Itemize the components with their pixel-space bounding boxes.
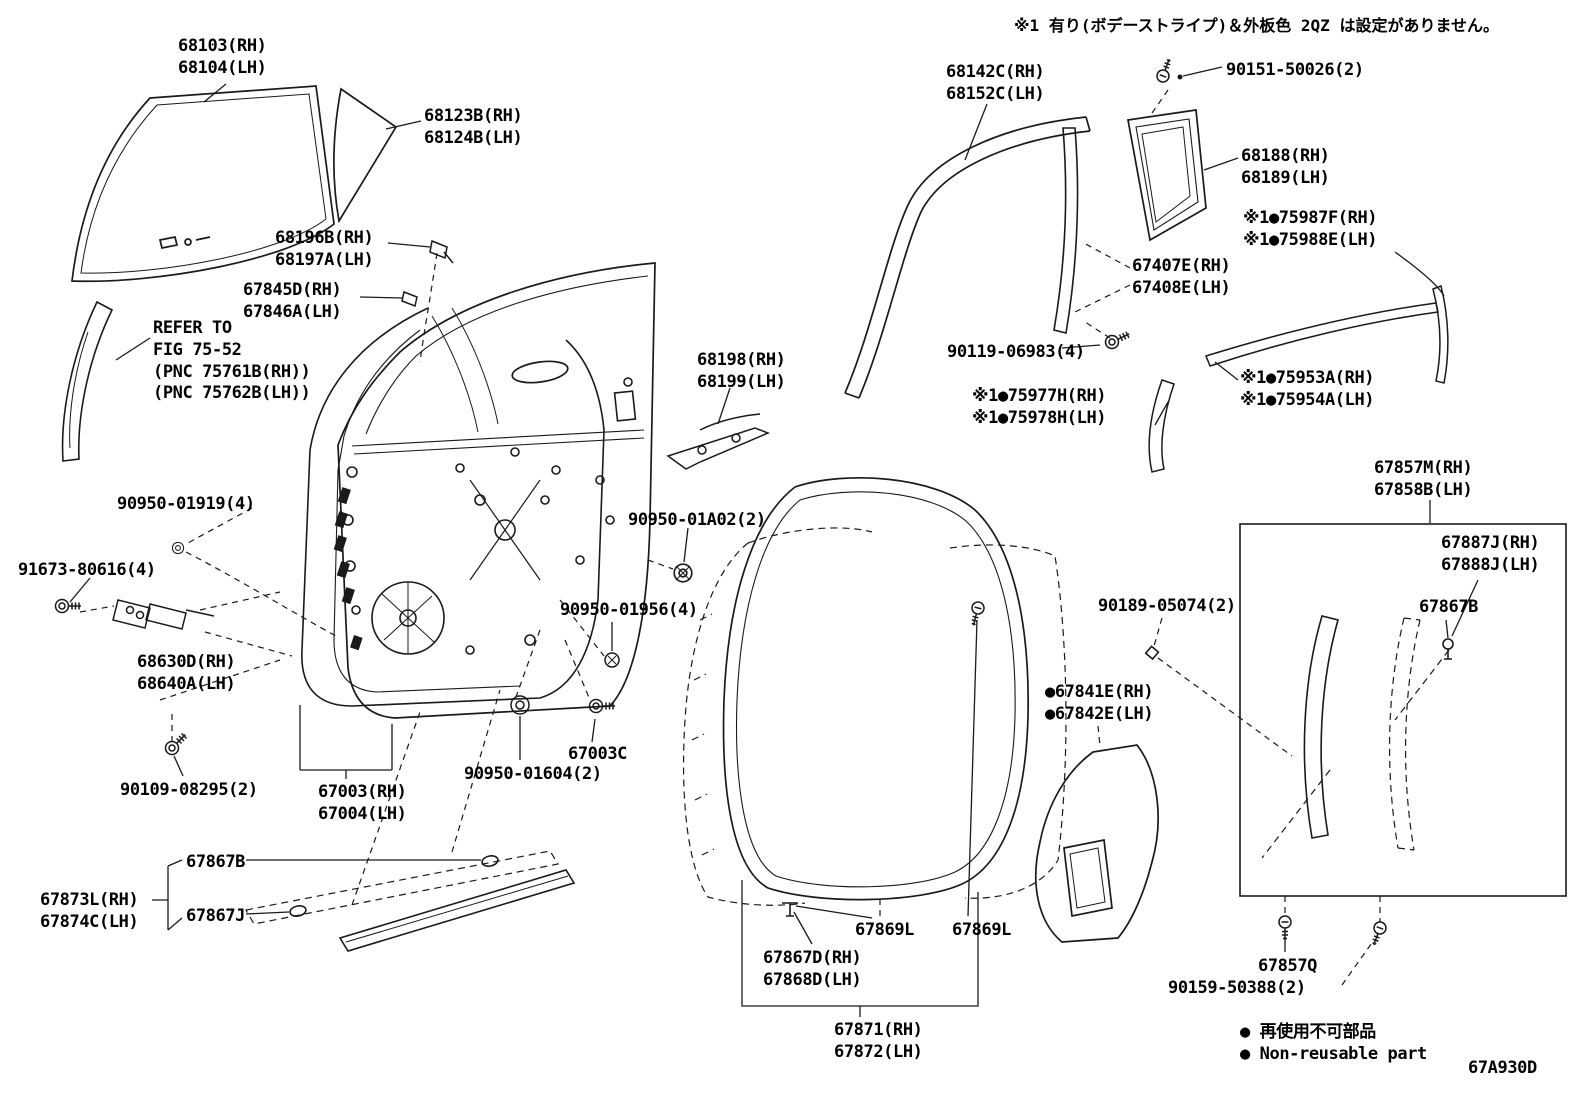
drawing-bottom-right-screws: [1278, 915, 1389, 948]
label-90950-01604[interactable]: 90950-01604(2): [464, 764, 602, 784]
drawing-center-fasteners: [510, 563, 693, 715]
label-90950-01919[interactable]: 90950-01919(4): [117, 494, 255, 514]
drawing-weatherstrip-clips: [782, 599, 1160, 917]
drawing-door-hinges: [54, 541, 215, 758]
drawing-lower-moldings: [245, 850, 576, 952]
label-75953a-75954a[interactable]: ※1●75953A(RH) ※1●75954A(LH): [1240, 368, 1375, 410]
label-90159-50388[interactable]: 90159-50388(2): [1168, 978, 1306, 998]
drawing-center-channel: [1053, 127, 1079, 334]
label-67867b-left[interactable]: 67867B: [186, 852, 246, 872]
drawing-door-inner-panel: [301, 307, 637, 707]
label-75977h-75978h[interactable]: ※1●75977H(RH) ※1●75978H(LH): [972, 386, 1107, 428]
label-67867j[interactable]: 67867J: [186, 906, 246, 926]
drawing-weatherstrip-loop: [722, 476, 1029, 901]
label-75987f-75988e[interactable]: ※1●75987F(RH) ※1●75988E(LH): [1243, 208, 1378, 250]
label-67003c[interactable]: 67003C: [568, 744, 628, 764]
drawing-quarter-glass: [333, 87, 398, 224]
drawing-door-shell: [337, 262, 656, 719]
drawing-division-channel: [61, 300, 114, 462]
leader-lines-dashed: [79, 89, 1381, 986]
drawing-glass-clips: [401, 239, 454, 308]
label-90189-05074[interactable]: 90189-05074(2): [1098, 596, 1236, 616]
label-67407e-67408e[interactable]: 67407E(RH) 67408E(LH): [1132, 256, 1231, 298]
drawing-outer-moldings: [1148, 285, 1449, 473]
drawing-quarter-trim-box: [1239, 523, 1567, 897]
label-68630d-68640a[interactable]: 68630D(RH) 68640A(LH): [137, 652, 236, 694]
drawing-service-hole-cover: [1034, 744, 1159, 943]
figure-code: 67A930D: [1468, 1058, 1537, 1078]
drawing-belt-molding-bracket: [666, 413, 770, 470]
label-90119-06983[interactable]: 90119-06983(4): [947, 342, 1085, 362]
label-68103-68104[interactable]: 68103(RH) 68104(LH): [178, 36, 267, 78]
label-67869l-1[interactable]: 67869L: [855, 920, 915, 940]
label-68123b-68124b[interactable]: 68123B(RH) 68124B(LH): [424, 106, 523, 148]
label-68142c-68152c[interactable]: 68142C(RH) 68152C(LH): [946, 62, 1045, 104]
label-90109-08295[interactable]: 90109-08295(2): [120, 780, 258, 800]
label-67873l-67874c[interactable]: 67873L(RH) 67874C(LH): [40, 890, 139, 932]
leader-lines-solid: [69, 66, 1479, 1017]
legend-non-reusable-part: ● 再使用不可部品 ● Non-reusable part: [1240, 1022, 1427, 1064]
drawing-dashed-door-outlines: [682, 527, 1067, 906]
drawing-glass-run-channel: [844, 116, 1091, 399]
label-68198-68199[interactable]: 68198(RH) 68199(LH): [697, 350, 786, 392]
label-67857q[interactable]: 67857Q: [1258, 956, 1318, 976]
label-91673-80616[interactable]: 91673-80616(4): [18, 560, 156, 580]
label-90950-01956[interactable]: 90950-01956(4): [560, 600, 698, 620]
label-67003-67004[interactable]: 67003(RH) 67004(LH): [318, 782, 407, 824]
note-asterisk-1: ※1 有り(ボデーストライプ)＆外板色 2QZ は設定がありません。: [1014, 16, 1499, 35]
label-90950-01a02[interactable]: 90950-01A02(2): [628, 510, 766, 530]
label-90151-50026[interactable]: 90151-50026(2): [1226, 60, 1364, 80]
label-67867d-67868d[interactable]: 67867D(RH) 67868D(LH): [763, 948, 862, 990]
label-refer-fig-75-52[interactable]: REFER TO FIG 75-52 (PNC 75761B(RH)) (PNC…: [153, 318, 311, 404]
label-67871-67872[interactable]: 67871(RH) 67872(LH): [834, 1020, 923, 1062]
label-67845d-67846a[interactable]: 67845D(RH) 67846A(LH): [243, 280, 342, 322]
label-67887j-67888j[interactable]: 67887J(RH) 67888J(LH): [1441, 533, 1540, 575]
label-67857m-67858b[interactable]: 67857M(RH) 67858B(LH): [1374, 458, 1473, 500]
drawing-rear-door-glass: [71, 85, 335, 283]
drawing-quarter-window-frame: [1102, 56, 1207, 352]
label-67869l-2[interactable]: 67869L: [952, 920, 1012, 940]
label-67841e-67842e[interactable]: ●67841E(RH) ●67842E(LH): [1045, 682, 1154, 724]
label-68188-68189[interactable]: 68188(RH) 68189(LH): [1241, 146, 1330, 188]
label-67867b-right[interactable]: 67867B: [1419, 597, 1479, 617]
label-68196b-68197a[interactable]: 68196B(RH) 68197A(LH): [275, 228, 374, 270]
